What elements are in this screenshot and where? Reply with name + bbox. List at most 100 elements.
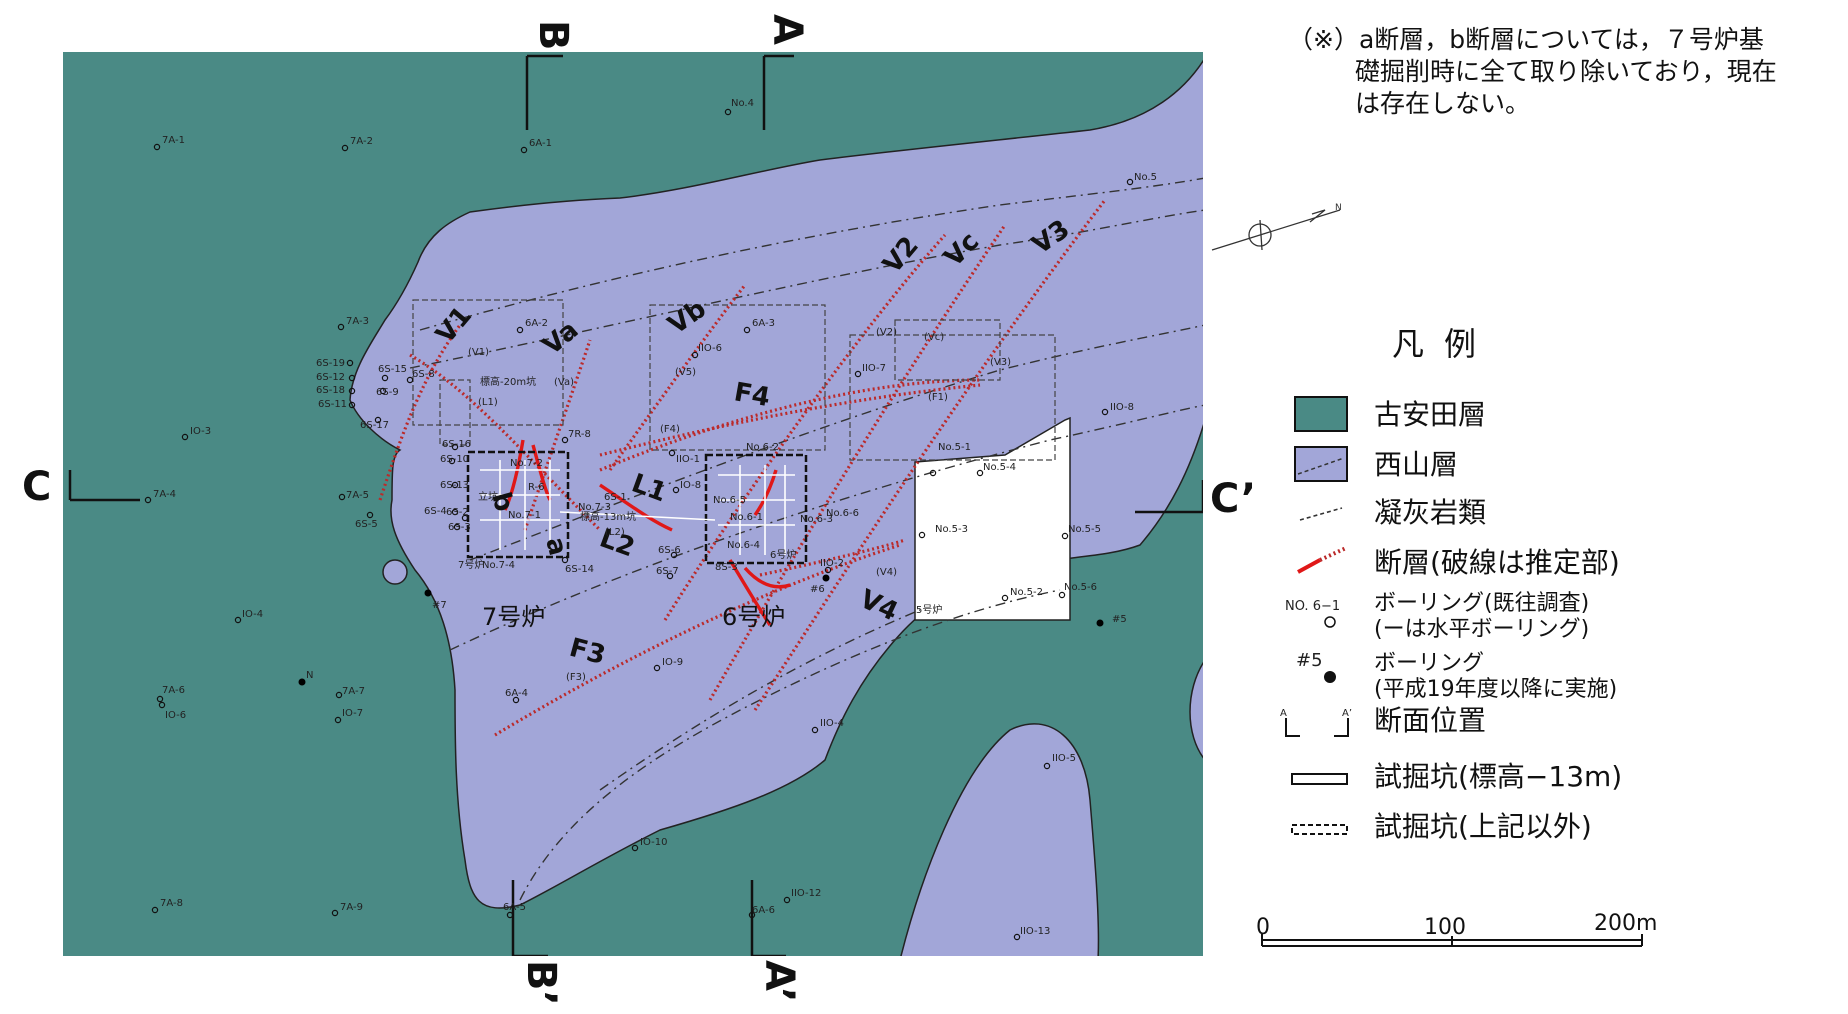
svg-text:No.6-1: No.6-1 xyxy=(730,512,763,523)
svg-text:No.6-5: No.6-5 xyxy=(713,495,746,506)
legend-tuff-icon xyxy=(1299,507,1343,521)
svg-text:6S-13: 6S-13 xyxy=(440,480,469,491)
svg-text:6S-17: 6S-17 xyxy=(360,420,389,431)
unit6-label: 6号炉 xyxy=(722,603,785,631)
legend-pit-other-icon xyxy=(1291,824,1348,835)
svg-text:No.5-4: No.5-4 xyxy=(983,462,1016,473)
svg-text:IIO-12: IIO-12 xyxy=(791,888,821,899)
svg-text:IO-4: IO-4 xyxy=(242,609,263,620)
svg-text:N: N xyxy=(1335,203,1342,213)
svg-text:No.5: No.5 xyxy=(1134,172,1157,183)
svg-text:IO-3: IO-3 xyxy=(190,426,211,437)
svg-text:6S-12: 6S-12 xyxy=(316,372,345,383)
svg-text:NO. 6−1: NO. 6−1 xyxy=(1285,599,1340,614)
svg-text:No.5-3: No.5-3 xyxy=(935,524,968,535)
svg-text:IIO-2: IIO-2 xyxy=(820,558,844,569)
svg-text:(L2): (L2) xyxy=(605,527,625,538)
svg-text:6S-18: 6S-18 xyxy=(316,385,345,396)
svg-text:6S-6: 6S-6 xyxy=(658,545,681,556)
svg-text:7A-4: 7A-4 xyxy=(153,489,176,500)
legend-fault-icon xyxy=(1297,558,1321,574)
svg-text:7A-7: 7A-7 xyxy=(342,686,365,697)
legend-swatch-koyasuda xyxy=(1294,396,1348,432)
svg-text:7R-8: 7R-8 xyxy=(568,429,591,440)
svg-text:7号炉: 7号炉 xyxy=(458,559,484,571)
svg-text:(Va): (Va) xyxy=(554,377,574,388)
svg-text:IIO-4: IIO-4 xyxy=(820,718,844,729)
pit-labels: 標高-20m坑 標高-13m坑 立坑 6号炉 7号炉 5号炉 xyxy=(458,375,942,616)
svg-text:7A-6: 7A-6 xyxy=(162,685,185,696)
svg-text:7A-9: 7A-9 xyxy=(340,902,363,913)
svg-text:F4: F4 xyxy=(732,377,773,413)
svg-text:No.6-3: No.6-3 xyxy=(800,514,833,525)
svg-text:6A-1: 6A-1 xyxy=(529,138,552,149)
legend: 凡例 古安田層 西山層 凝灰岩類 断層(破線は推定部) NO. 6−1 ボーリン… xyxy=(1280,325,1622,843)
svg-text:試掘坑(標高−13m): 試掘坑(標高−13m) xyxy=(1374,760,1622,793)
svg-text:(V3): (V3) xyxy=(990,357,1011,368)
section-b-top: B xyxy=(530,20,576,51)
svg-text:No.7-3: No.7-3 xyxy=(578,502,611,513)
svg-text:#6: #6 xyxy=(810,584,825,595)
svg-text:6S-8: 6S-8 xyxy=(412,369,435,380)
borehole-labels: 7A-1 7A-2 6A-1 No.4 No.5 7A-3 6A-2 6A-3 … xyxy=(153,98,1157,937)
note: （※）a断層，b断層については，７号炉基 礎掘削時に全て取り除いており，現在 は… xyxy=(1288,25,1777,118)
legend-swatch-nishiyama xyxy=(1294,446,1348,482)
svg-text:立坑: 立坑 xyxy=(478,490,498,503)
map-frame[interactable]: 7A-1 7A-2 6A-1 No.4 No.5 7A-3 6A-2 6A-3 … xyxy=(63,52,1205,960)
svg-text:6S-2: 6S-2 xyxy=(446,507,469,518)
svg-text:6S-19: 6S-19 xyxy=(316,358,345,369)
svg-text:IO-8: IO-8 xyxy=(680,480,701,491)
svg-text:西山層: 西山層 xyxy=(1374,448,1458,481)
svg-text:0: 0 xyxy=(1256,915,1270,940)
svg-text:6S-3: 6S-3 xyxy=(448,522,471,533)
legend-borehole-icon xyxy=(1324,616,1336,628)
svg-text:5号炉: 5号炉 xyxy=(916,604,942,616)
svg-text:#5: #5 xyxy=(1296,650,1323,671)
svg-text:6A-6: 6A-6 xyxy=(752,905,775,916)
svg-text:(V2): (V2) xyxy=(876,327,897,338)
north-arrow-icon: N xyxy=(1211,203,1342,251)
svg-text:IIO-8: IIO-8 xyxy=(1110,402,1134,413)
svg-text:No.6-2: No.6-2 xyxy=(746,442,779,453)
svg-text:IO-9: IO-9 xyxy=(662,657,683,668)
svg-text:No.7-4: No.7-4 xyxy=(482,560,515,571)
svg-text:(V4): (V4) xyxy=(876,567,897,578)
legend-pit13-icon xyxy=(1291,773,1348,785)
svg-text:No.5-6: No.5-6 xyxy=(1064,582,1097,593)
svg-text:6S-7: 6S-7 xyxy=(656,566,679,577)
svg-text:礎掘削時に全て取り除いており，現在: 礎掘削時に全て取り除いており，現在 xyxy=(1355,57,1777,86)
svg-text:6号炉: 6号炉 xyxy=(770,549,796,561)
svg-text:R-6: R-6 xyxy=(528,482,545,493)
section-b-bottom: B’ xyxy=(518,960,564,1006)
svg-text:7A-5: 7A-5 xyxy=(346,490,369,501)
svg-text:(F4): (F4) xyxy=(660,424,680,435)
svg-text:No.6-6: No.6-6 xyxy=(826,508,859,519)
svg-text:(F3): (F3) xyxy=(566,672,586,683)
test-pit-13m xyxy=(466,450,808,565)
svg-text:IO-7: IO-7 xyxy=(342,708,363,719)
svg-text:6S-15: 6S-15 xyxy=(378,364,407,375)
svg-text:No.7-1: No.7-1 xyxy=(508,510,541,521)
svg-text:IO-6: IO-6 xyxy=(165,710,186,721)
svg-text:8S-3: 8S-3 xyxy=(715,562,738,573)
svg-text:6A-3: 6A-3 xyxy=(752,318,775,329)
pit-grid xyxy=(480,460,795,555)
svg-text:6S-16: 6S-16 xyxy=(442,439,471,450)
borehole-markers xyxy=(144,108,1134,941)
svg-text:6S-9: 6S-9 xyxy=(376,387,399,398)
new-borehole-markers xyxy=(298,574,1104,686)
svg-text:No.6-4: No.6-4 xyxy=(727,540,760,551)
svg-text:標高-13m坑: 標高-13m坑 xyxy=(580,510,636,523)
svg-text:7A-3: 7A-3 xyxy=(346,316,369,327)
svg-text:7A-1: 7A-1 xyxy=(162,135,185,146)
nishiyama-patch-left xyxy=(382,559,408,585)
svg-text:IIO-6: IIO-6 xyxy=(698,343,722,354)
svg-text:6S-14: 6S-14 xyxy=(565,564,594,575)
svg-text:6S-1: 6S-1 xyxy=(604,492,627,503)
svg-text:(L1): (L1) xyxy=(478,397,498,408)
scale-bar: 0 100 200m xyxy=(1256,911,1657,947)
fault-lines xyxy=(378,199,1107,737)
svg-text:6S-10: 6S-10 xyxy=(440,454,469,465)
svg-text:200m: 200m xyxy=(1594,911,1657,936)
